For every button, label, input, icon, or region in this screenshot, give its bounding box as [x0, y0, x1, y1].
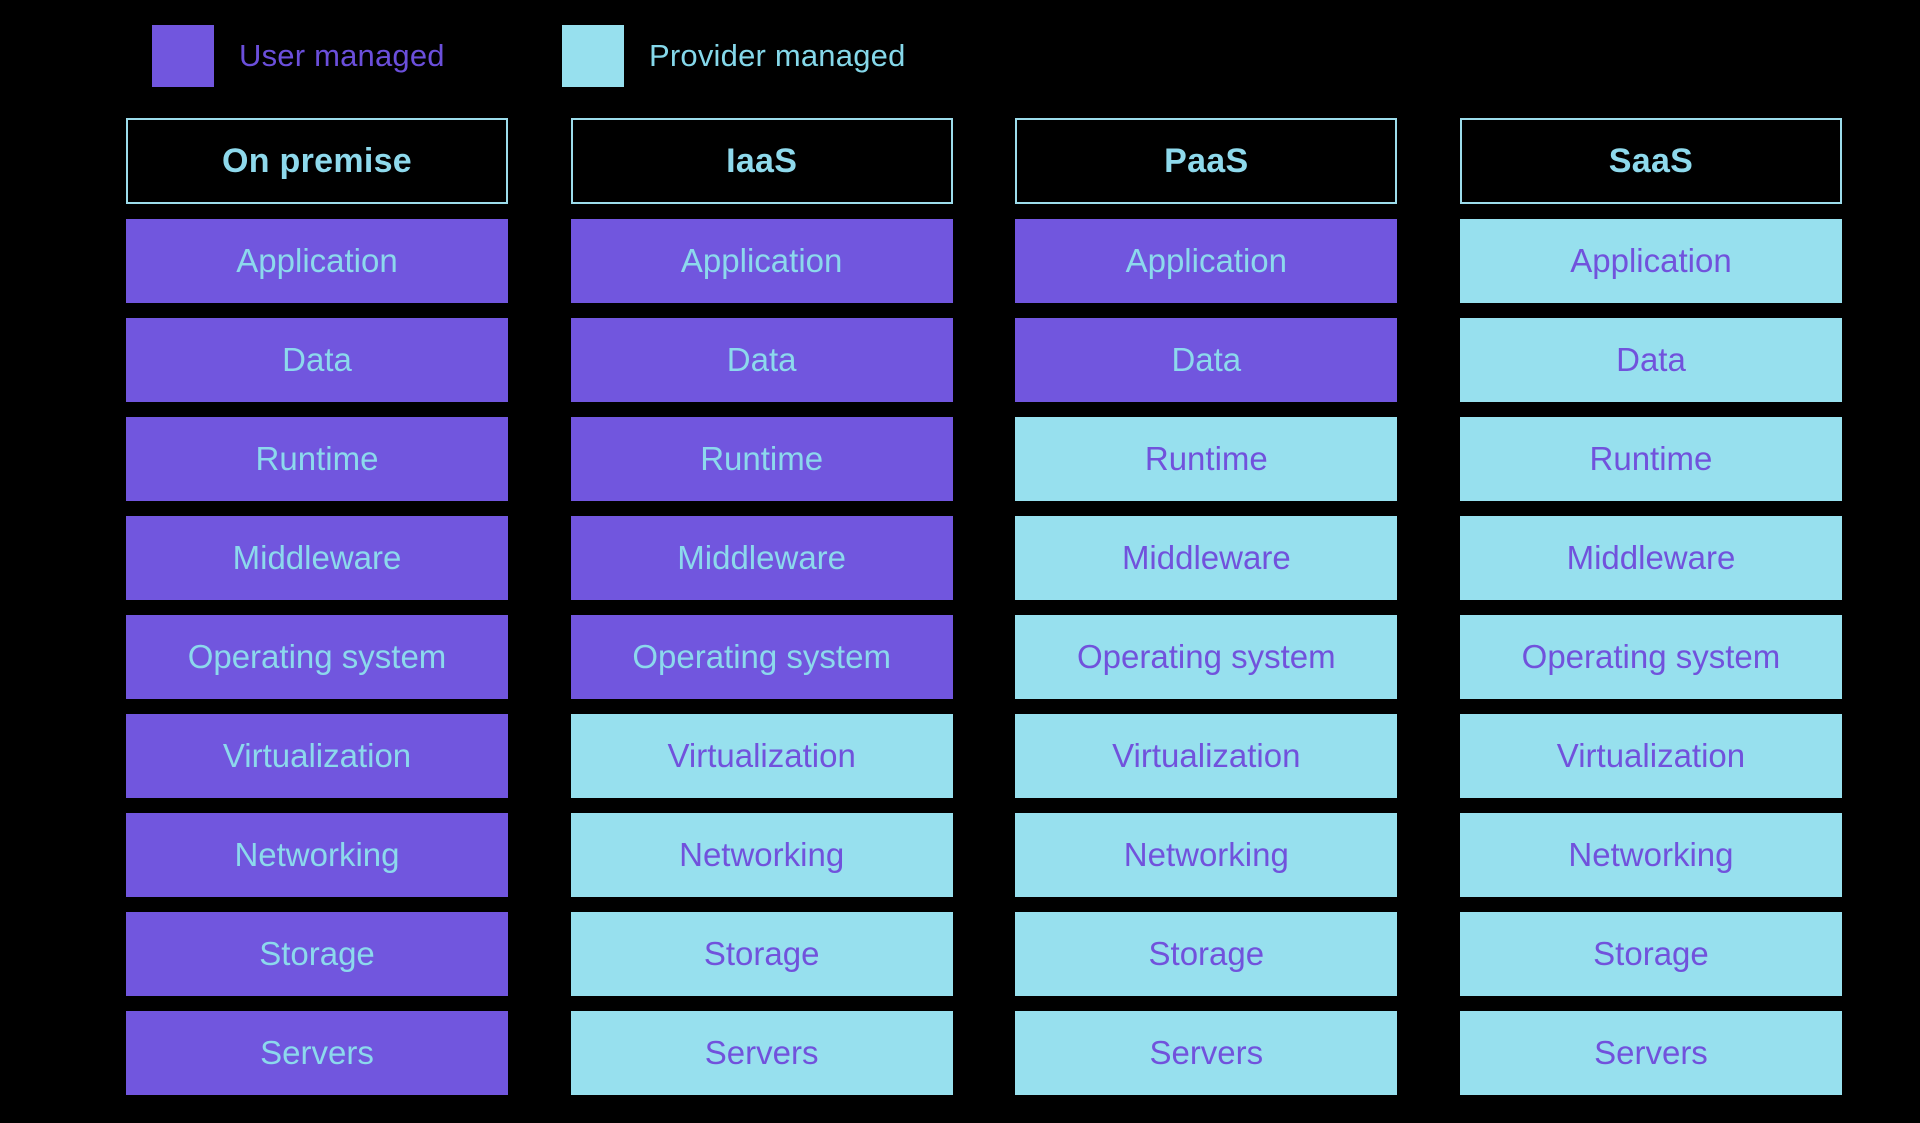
stack-cell: Application — [570, 219, 953, 303]
column-paas: PaaS Application Data Runtime Middleware… — [1015, 118, 1398, 1095]
stack-cell: Middleware — [1459, 516, 1842, 600]
stack-cell: Data — [570, 318, 953, 402]
stack-cell: Operating system — [1459, 615, 1842, 699]
stack-cell: Servers — [1015, 1011, 1398, 1095]
stack-cell: Storage — [570, 912, 953, 996]
stack-cell: Virtualization — [1459, 714, 1842, 798]
column-header-paas: PaaS — [1015, 118, 1398, 204]
stack-cell: Application — [1459, 219, 1842, 303]
column-header-saas: SaaS — [1459, 118, 1842, 204]
stack-cell: Operating system — [570, 615, 953, 699]
stack-cell: Virtualization — [1015, 714, 1398, 798]
user-managed-swatch — [152, 25, 214, 87]
provider-managed-swatch — [562, 25, 624, 87]
stack-cell: Servers — [126, 1011, 508, 1095]
stack-cell: Virtualization — [126, 714, 508, 798]
stack-cell: Storage — [1459, 912, 1842, 996]
column-on-premise: On premise Application Data Runtime Midd… — [126, 118, 508, 1095]
stack-cell: Networking — [570, 813, 953, 897]
stack-cell: Data — [1459, 318, 1842, 402]
stack-cell: Operating system — [126, 615, 508, 699]
stack-cell: Servers — [570, 1011, 953, 1095]
stack-cell: Application — [126, 219, 508, 303]
stack-cell: Runtime — [1015, 417, 1398, 501]
stack-cell: Operating system — [1015, 615, 1398, 699]
stack-cell: Data — [126, 318, 508, 402]
stack-cell: Networking — [1459, 813, 1842, 897]
column-header-iaas: IaaS — [570, 118, 953, 204]
stack-cell: Middleware — [570, 516, 953, 600]
stack-cell: Data — [1015, 318, 1398, 402]
stack-cell: Virtualization — [570, 714, 953, 798]
legend-label-user-managed: User managed — [239, 38, 445, 73]
stack-cell: Middleware — [1015, 516, 1398, 600]
stack-cell: Runtime — [126, 417, 508, 501]
column-header-on-premise: On premise — [126, 118, 508, 204]
column-iaas: IaaS Application Data Runtime Middleware… — [570, 118, 953, 1095]
legend-item-user-managed: User managed — [152, 25, 445, 87]
stack-cell: Middleware — [126, 516, 508, 600]
legend-item-provider-managed: Provider managed — [562, 25, 906, 87]
stack-cell: Storage — [1015, 912, 1398, 996]
stack-cell: Servers — [1459, 1011, 1842, 1095]
legend-label-provider-managed: Provider managed — [649, 38, 906, 73]
stack-cell: Networking — [126, 813, 508, 897]
stack-cell: Application — [1015, 219, 1398, 303]
stack-cell: Storage — [126, 912, 508, 996]
stack-cell: Networking — [1015, 813, 1398, 897]
stack-cell: Runtime — [570, 417, 953, 501]
stack-grid: On premise Application Data Runtime Midd… — [126, 118, 1842, 1095]
stack-cell: Runtime — [1459, 417, 1842, 501]
column-saas: SaaS Application Data Runtime Middleware… — [1459, 118, 1842, 1095]
